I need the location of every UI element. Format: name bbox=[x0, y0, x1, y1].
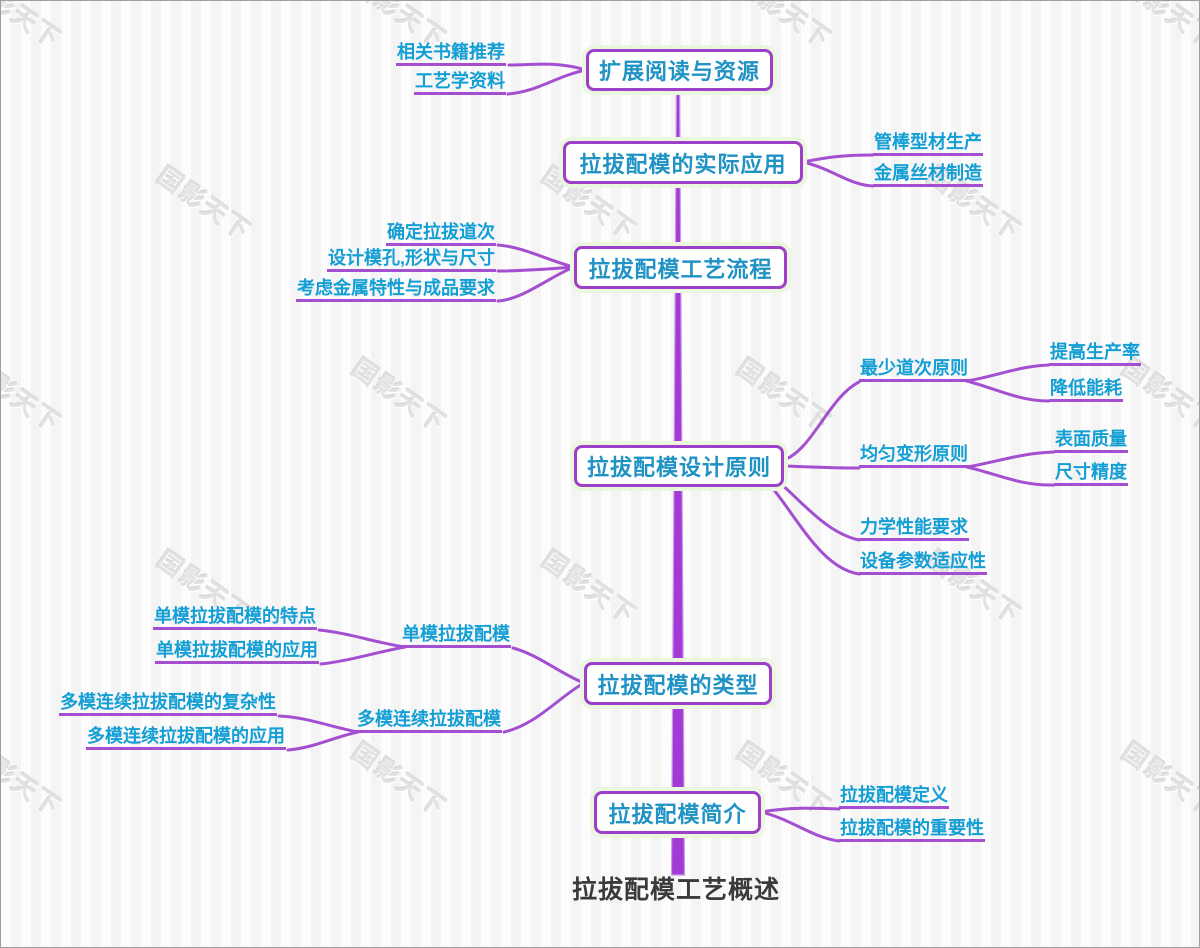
branch-multi-die-complexity[interactable]: 多模连续拉拔配模的复杂性 bbox=[59, 692, 277, 716]
branch-reduce-energy[interactable]: 降低能耗 bbox=[1049, 378, 1123, 402]
branch-multi-die[interactable]: 多模连续拉拔配模 bbox=[356, 709, 502, 733]
branch-single-die-features[interactable]: 单模拉拔配模的特点 bbox=[153, 606, 317, 630]
branch-tube-bar-production[interactable]: 管棒型材生产 bbox=[873, 132, 983, 156]
branch-metal-wire-manufacture[interactable]: 金属丝材制造 bbox=[873, 163, 983, 187]
branch-determine-passes[interactable]: 确定拉拔道次 bbox=[386, 222, 496, 246]
branch-technology-materials[interactable]: 工艺学资料 bbox=[414, 71, 506, 95]
branch-mechanical-requirements[interactable]: 力学性能要求 bbox=[859, 517, 969, 541]
branch-uniform-deformation[interactable]: 均匀变形原则 bbox=[859, 444, 969, 468]
branch-surface-quality[interactable]: 表面质量 bbox=[1054, 429, 1128, 453]
branch-single-die[interactable]: 单模拉拔配模 bbox=[401, 624, 511, 648]
node-types[interactable]: 拉拔配模的类型 bbox=[584, 662, 772, 705]
branch-consider-metal-properties[interactable]: 考虑金属特性与成品要求 bbox=[296, 278, 496, 302]
branch-min-pass-principle[interactable]: 最少道次原则 bbox=[859, 358, 969, 382]
node-practical-application[interactable]: 拉拔配模的实际应用 bbox=[563, 141, 803, 184]
node-process-flow[interactable]: 拉拔配模工艺流程 bbox=[574, 246, 787, 289]
branch-dimension-accuracy[interactable]: 尺寸精度 bbox=[1054, 462, 1128, 486]
branch-multi-die-application[interactable]: 多模连续拉拔配模的应用 bbox=[86, 726, 286, 750]
node-introduction[interactable]: 拉拔配模简介 bbox=[594, 791, 761, 834]
branch-die-definition[interactable]: 拉拔配模定义 bbox=[839, 785, 949, 809]
branch-improve-productivity[interactable]: 提高生产率 bbox=[1049, 342, 1141, 366]
branch-single-die-application[interactable]: 单模拉拔配模的应用 bbox=[155, 640, 319, 664]
node-extended-reading[interactable]: 扩展阅读与资源 bbox=[586, 49, 773, 91]
branch-equipment-adaptability[interactable]: 设备参数适应性 bbox=[859, 551, 987, 575]
node-design-principles[interactable]: 拉拔配模设计原则 bbox=[574, 445, 784, 487]
branch-related-books[interactable]: 相关书籍推荐 bbox=[396, 42, 506, 66]
branch-die-importance[interactable]: 拉拔配模的重要性 bbox=[839, 818, 985, 842]
branch-design-die-hole[interactable]: 设计模孔,形状与尺寸 bbox=[326, 248, 496, 272]
root-topic-title[interactable]: 拉拔配模工艺概述 bbox=[571, 876, 780, 904]
